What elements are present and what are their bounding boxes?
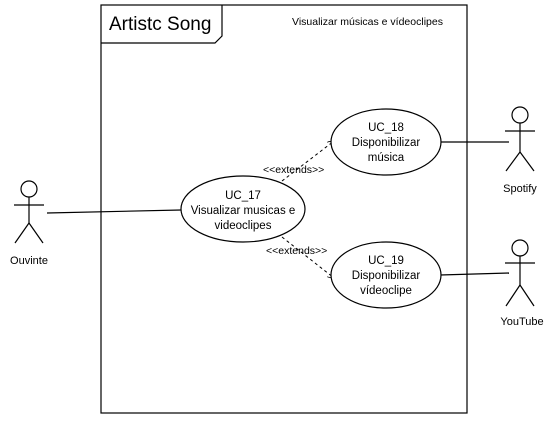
- system-title: Artistc Song: [109, 14, 211, 35]
- uc17-name-line1: Visualizar musicas e: [191, 205, 296, 217]
- uc18-ellipse: [330, 108, 442, 176]
- system-subtitle: Visualizar músicas e vídeoclipes: [292, 16, 443, 28]
- association-uc19-youtube: [439, 272, 510, 276]
- stick-figure-icon: [505, 106, 535, 172]
- actor-youtube-label: YouTube: [500, 316, 543, 328]
- actor-youtube[interactable]: YouTube: [500, 239, 544, 328]
- extend-label-uc19: <<extends>>: [266, 245, 327, 257]
- association-ouvinte-uc17: [46, 209, 182, 214]
- use-case-uc18[interactable]: UC_18 Disponibilizar música: [330, 108, 442, 176]
- frame-title-tab: [101, 5, 223, 44]
- actor-spotify[interactable]: Spotify: [503, 106, 537, 195]
- uc19-name-line1: Disponibilizar: [352, 270, 421, 282]
- stick-figure-icon: [505, 239, 535, 307]
- extend-label-uc18: <<extends>>: [263, 164, 324, 176]
- stick-figure-icon: [14, 180, 44, 244]
- uc17-id: UC_17: [225, 190, 261, 202]
- use-case-uc17[interactable]: UC_17 Visualizar musicas e videoclipes: [180, 175, 306, 243]
- use-case-uc19[interactable]: UC_19 Disponibilizar vídeoclipe: [330, 241, 442, 309]
- uc19-id: UC_19: [368, 255, 404, 267]
- system-frame: [100, 4, 468, 414]
- extend-arrow-uc17-uc18: [281, 141, 334, 182]
- uc17-name-line2: videoclipes: [215, 220, 272, 232]
- actor-spotify-label: Spotify: [503, 183, 537, 195]
- uc19-name-line2: vídeoclipe: [360, 285, 412, 297]
- extend-arrow-uc17-uc19: [281, 236, 334, 278]
- actor-ouvinte[interactable]: Ouvinte: [10, 180, 48, 267]
- actor-ouvinte-label: Ouvinte: [10, 255, 48, 267]
- uc18-id: UC_18: [368, 122, 404, 134]
- uc18-name-line1: Disponibilizar: [352, 137, 421, 149]
- system-boundary: Artistc Song Visualizar músicas e vídeoc…: [100, 4, 468, 414]
- uc19-ellipse: [330, 241, 442, 309]
- uc17-ellipse: [180, 175, 306, 243]
- uc18-name-line2: música: [368, 152, 405, 164]
